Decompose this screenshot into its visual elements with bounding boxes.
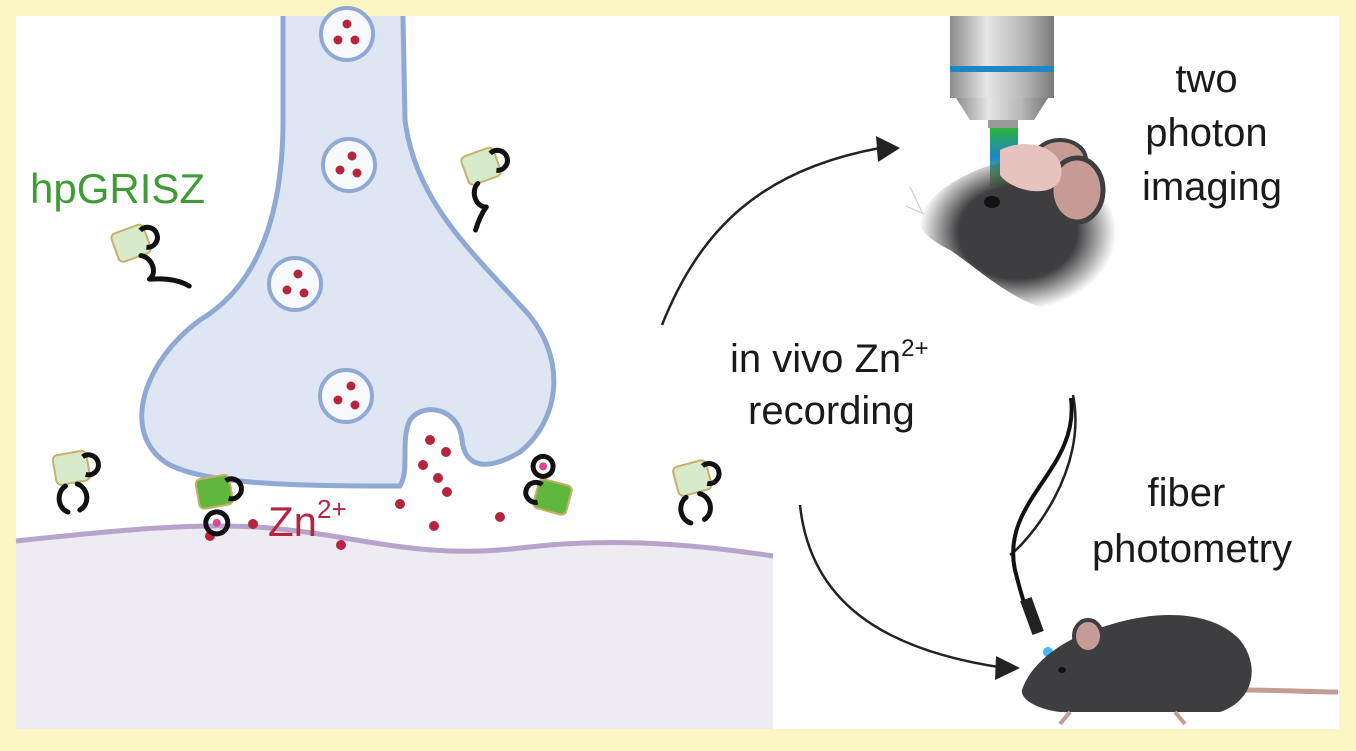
vesicle-icon [267,256,323,312]
vesicle-icon [318,368,374,424]
mouse-head-icon [905,138,1117,310]
vesicle-icon [321,137,377,193]
mouse-icon [1021,615,1339,726]
sensor-icon [672,459,722,526]
fiber-cannula [1020,597,1044,635]
arrow-head [876,136,900,162]
vesicles [267,6,377,424]
sensor-icon [523,453,573,516]
sensor-icon [51,449,101,515]
microscope-objective-icon [950,16,1054,128]
zinc-label: Zn2+ [268,494,347,545]
two-photon-label: two photon imaging [1142,57,1282,209]
presynaptic-terminal [139,15,557,489]
postsynaptic-membrane [15,523,774,559]
sensor-icon [194,473,244,537]
fiber-photometry-label: fiber photometry [1092,471,1292,571]
sensor-label: hpGRISZ [30,165,205,212]
postsynaptic-neuron [16,525,773,729]
arrow-head [995,656,1020,680]
in-vivo-panel [773,16,1339,729]
center-line1: in vivo Zn2+ [730,335,929,381]
sensor-icon [110,223,192,289]
zinc-ions [205,435,505,550]
sensor-icon [460,146,510,233]
center-line2: recording [748,389,915,433]
vesicle-icon [319,6,375,62]
recording-arrows [660,146,1077,670]
